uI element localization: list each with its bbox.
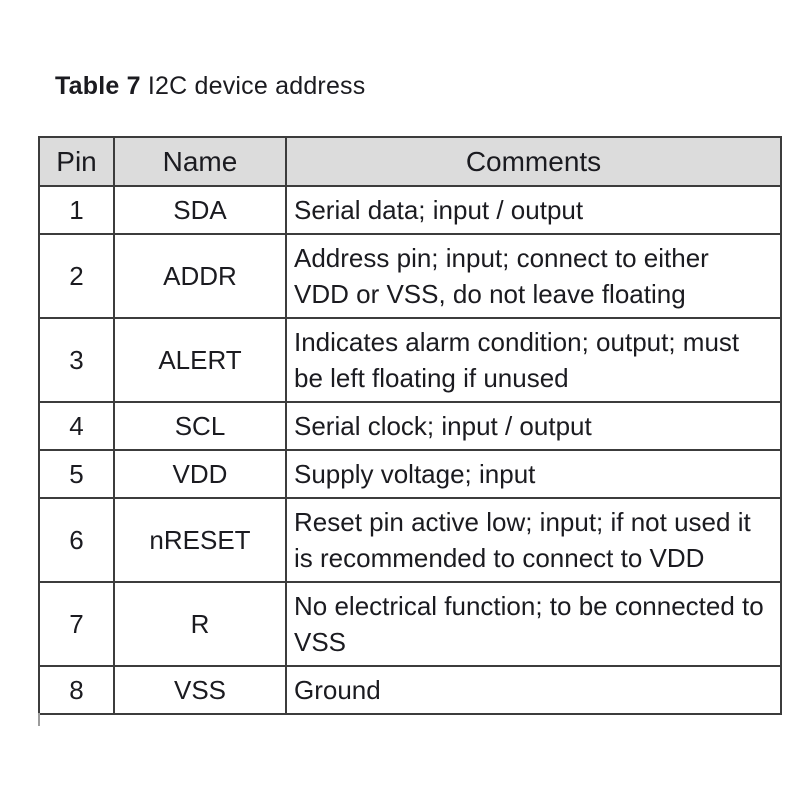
table-caption-number: Table 7 (55, 72, 141, 100)
table-left-border-stub (38, 713, 40, 726)
comments-cell: Supply voltage; input (285, 449, 782, 499)
column-header-comments: Comments (285, 136, 782, 187)
table-row: 7 R No electrical function; to be connec… (38, 581, 782, 667)
pin-cell: 3 (38, 317, 115, 403)
pin-table: Pin Name Comments 1 SDA Serial data; inp… (38, 136, 782, 715)
pin-cell: 5 (38, 449, 115, 499)
comments-cell: Serial clock; input / output (285, 401, 782, 451)
name-cell: SDA (113, 185, 287, 235)
table-row: 2 ADDR Address pin; input; connect to ei… (38, 233, 782, 319)
page-title: Table 7 I2C device address (55, 72, 365, 101)
pin-cell: 8 (38, 665, 115, 715)
table-row: 5 VDD Supply voltage; input (38, 449, 782, 499)
table-row: 3 ALERT Indicates alarm condition; outpu… (38, 317, 782, 403)
name-cell: R (113, 581, 287, 667)
name-cell: SCL (113, 401, 287, 451)
comments-cell: Serial data; input / output (285, 185, 782, 235)
comments-cell: Address pin; input; connect to either VD… (285, 233, 782, 319)
comments-cell: No electrical function; to be connected … (285, 581, 782, 667)
pin-cell: 4 (38, 401, 115, 451)
column-header-name: Name (113, 136, 287, 187)
table-row: 4 SCL Serial clock; input / output (38, 401, 782, 451)
pin-cell: 2 (38, 233, 115, 319)
name-cell: ALERT (113, 317, 287, 403)
name-cell: VDD (113, 449, 287, 499)
comments-cell: Ground (285, 665, 782, 715)
table-row: 6 nRESET Reset pin active low; input; if… (38, 497, 782, 583)
header-row: Pin Name Comments (38, 136, 782, 187)
pin-cell: 6 (38, 497, 115, 583)
column-header-pin: Pin (38, 136, 115, 187)
pin-cell: 1 (38, 185, 115, 235)
table-caption-text: I2C device address (140, 72, 366, 100)
table-row: 1 SDA Serial data; input / output (38, 185, 782, 235)
table-row: 8 VSS Ground (38, 665, 782, 715)
name-cell: VSS (113, 665, 287, 715)
pin-cell: 7 (38, 581, 115, 667)
name-cell: ADDR (113, 233, 287, 319)
table-body: 1 SDA Serial data; input / output 2 ADDR… (38, 185, 782, 715)
comments-cell: Indicates alarm condition; output; must … (285, 317, 782, 403)
comments-cell: Reset pin active low; input; if not used… (285, 497, 782, 583)
name-cell: nRESET (113, 497, 287, 583)
